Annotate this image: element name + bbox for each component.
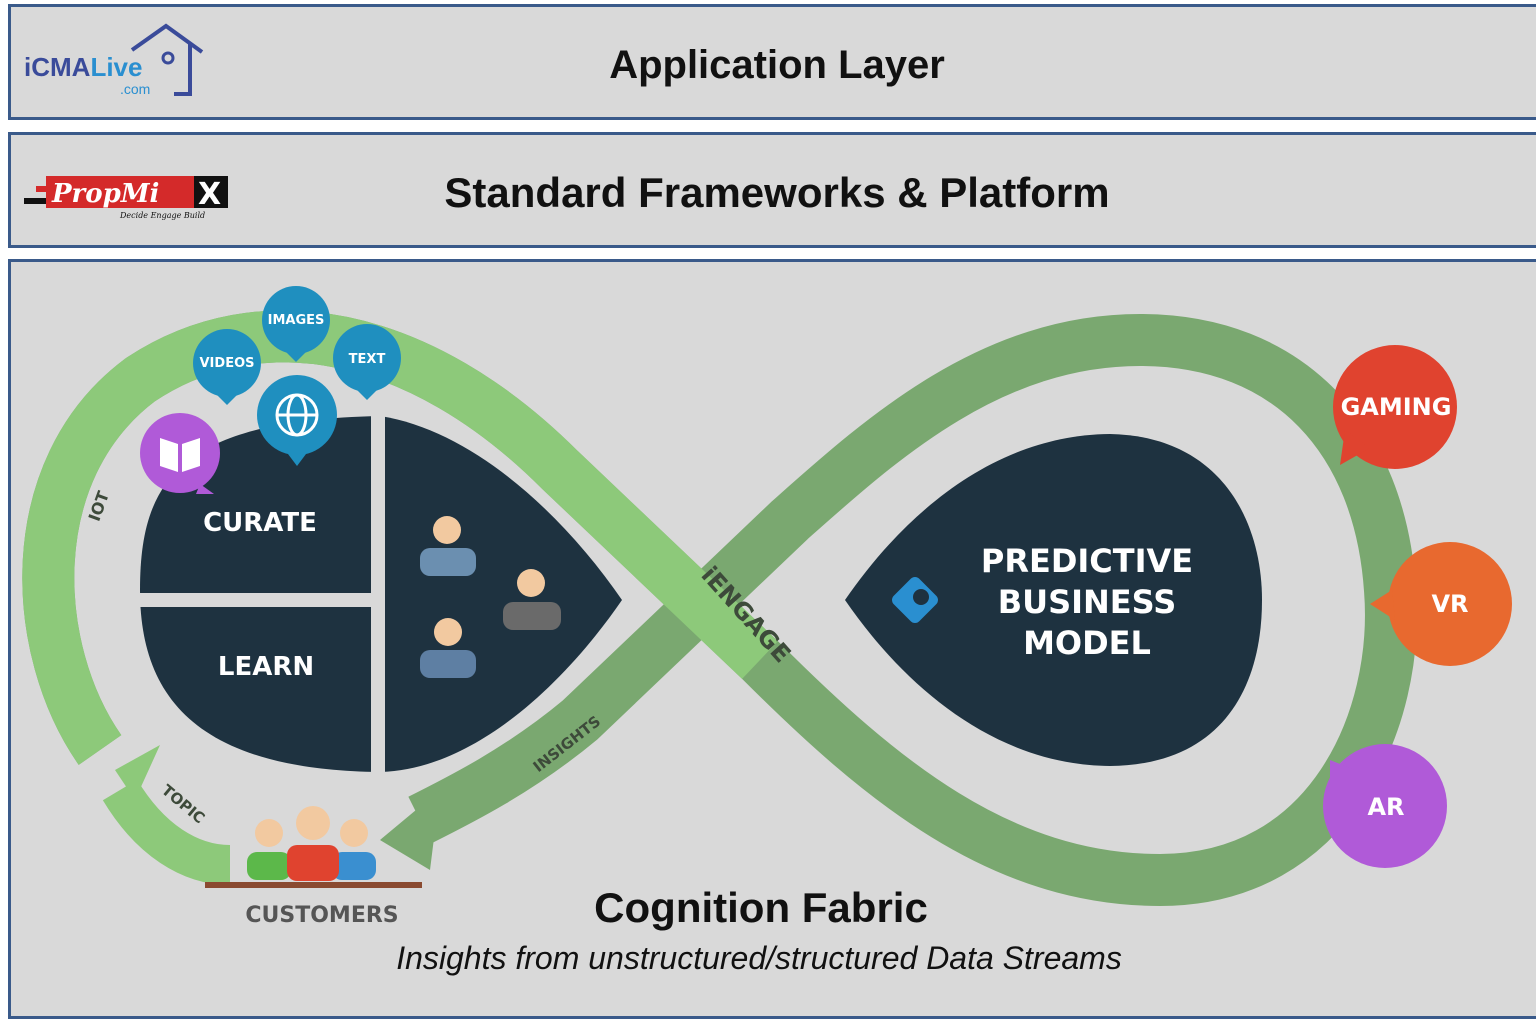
topic-arrow — [102, 779, 231, 885]
person-icon — [503, 569, 561, 630]
person-icon — [420, 516, 476, 576]
predictive-line-2: BUSINESS — [998, 583, 1177, 621]
gaming-label: GAMING — [1341, 393, 1452, 421]
right-lobe — [845, 434, 1262, 766]
ar-label: AR — [1367, 793, 1404, 821]
videos-label: VIDEOS — [200, 356, 255, 371]
svg-text:PropMi: PropMi — [51, 179, 159, 209]
svg-text:X: X — [198, 177, 221, 212]
globe-icon — [257, 375, 337, 466]
videos-bubble — [193, 329, 261, 405]
insights-arrow-head — [380, 790, 440, 870]
propmix-logo: PropMi X Decide Engage Build — [24, 176, 228, 220]
vr-bubble — [1370, 542, 1512, 666]
svg-text:iCMALive: iCMALive — [24, 52, 142, 82]
text-bubble — [333, 324, 401, 400]
cognition-fabric-subtitle: Insights from unstructured/structured Da… — [396, 940, 1122, 976]
ar-bubble — [1323, 744, 1447, 868]
gaming-bubble — [1333, 345, 1457, 469]
frameworks-layer-title: Standard Frameworks & Platform — [444, 169, 1110, 216]
images-label: IMAGES — [268, 313, 325, 328]
customers-label: CUSTOMERS — [245, 903, 398, 928]
images-bubble — [262, 286, 330, 362]
text-label: TEXT — [349, 352, 386, 367]
iengage-logo-icon — [892, 577, 938, 623]
iot-label: IOT — [85, 488, 113, 523]
book-icon — [140, 413, 220, 494]
frameworks-layer-panel: Standard Frameworks & Platform — [8, 132, 1536, 248]
predictive-line-3: MODEL — [1023, 624, 1151, 662]
person-icon — [420, 618, 476, 678]
customers-icon — [205, 806, 422, 888]
svg-text:Decide Engage Build: Decide Engage Build — [119, 211, 205, 220]
svg-text:.com: .com — [120, 81, 150, 97]
cognition-fabric-title: Cognition Fabric — [594, 884, 928, 931]
vr-label: VR — [1431, 590, 1468, 618]
curate-label: CURATE — [203, 508, 317, 538]
application-layer-title: Application Layer — [609, 43, 945, 87]
icmalive-logo: iCMALive .com — [24, 23, 204, 97]
predictive-line-1: PREDICTIVE — [981, 542, 1193, 580]
learn-label: LEARN — [218, 652, 314, 682]
application-layer-panel: Application Layer — [8, 4, 1536, 120]
